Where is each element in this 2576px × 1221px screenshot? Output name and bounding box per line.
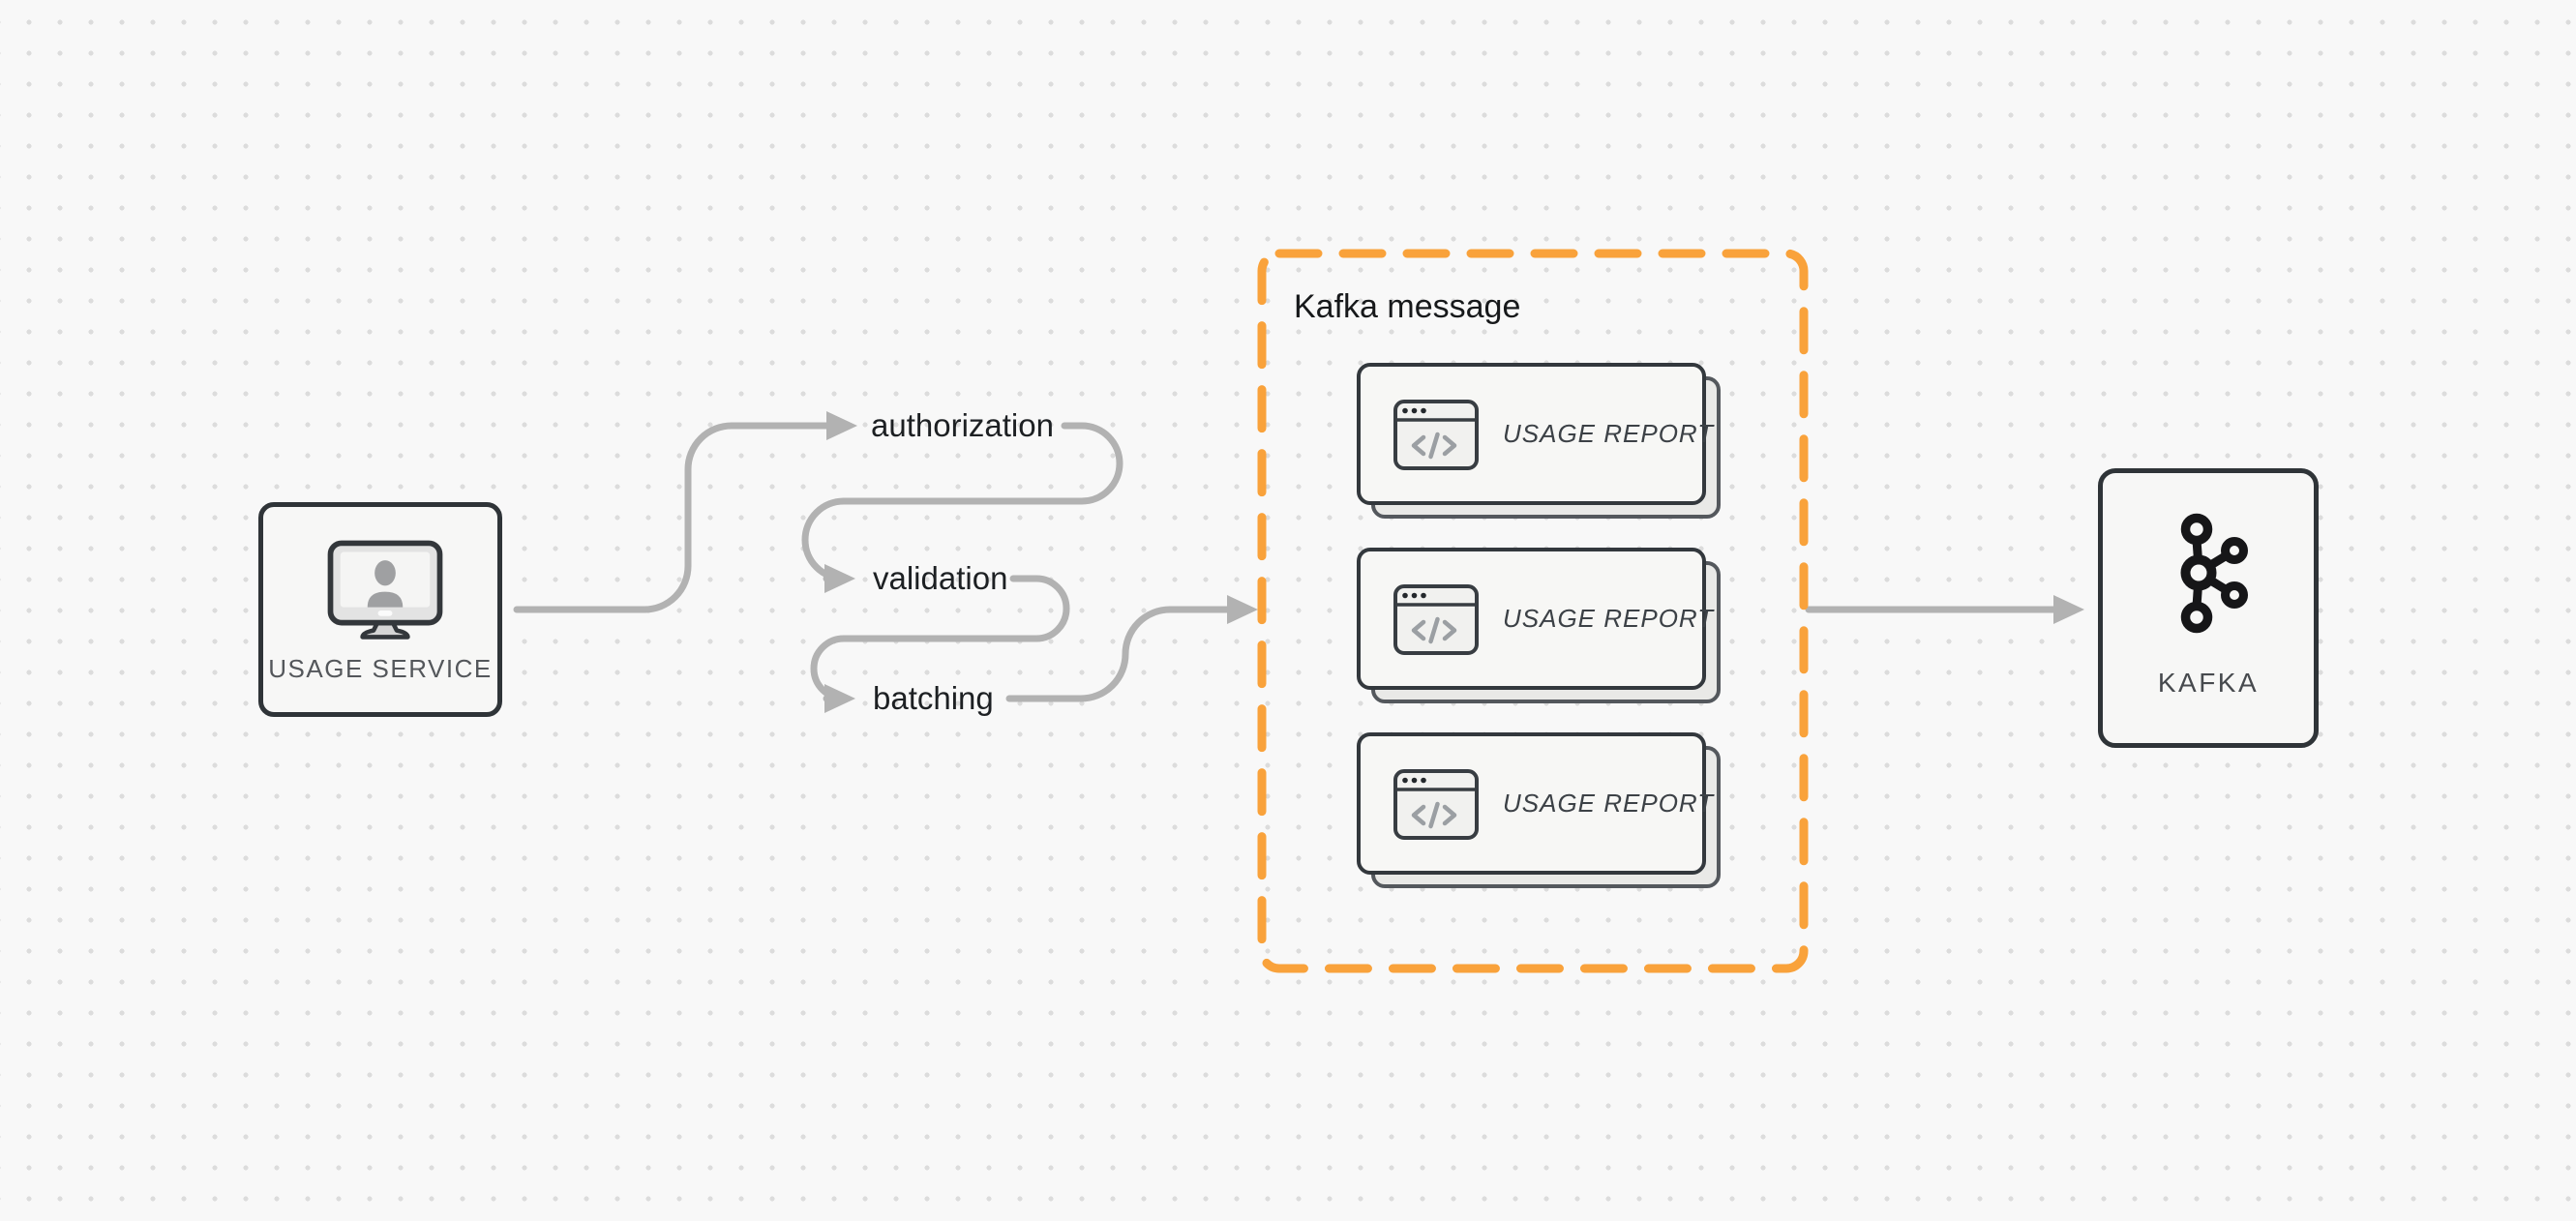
- usage-report-card: USAGE REPORT: [1357, 732, 1722, 889]
- code-window-icon: [1393, 584, 1479, 655]
- usage-report-label: USAGE REPORT: [1503, 789, 1715, 818]
- usage-service-label: USAGE SERVICE: [268, 654, 493, 683]
- usage-report-card: USAGE REPORT: [1357, 363, 1722, 520]
- arrowhead: [1227, 595, 1258, 624]
- step-label-validation: validation: [873, 560, 1008, 596]
- connector-authorization-to-validation: [801, 422, 1123, 582]
- card-front: USAGE REPORT: [1357, 732, 1713, 875]
- code-window-icon: [1393, 769, 1479, 840]
- step-label-authorization: authorization: [871, 407, 1054, 443]
- kafka-node: KAFKA: [2098, 468, 2319, 748]
- card-front: USAGE REPORT: [1357, 548, 1713, 690]
- kafka-label: KAFKA: [2157, 668, 2260, 698]
- usage-report-card: USAGE REPORT: [1357, 548, 1722, 704]
- code-window-icon: [1393, 400, 1479, 470]
- monitor-user-icon: [327, 540, 443, 640]
- step-label-batching: batching: [873, 680, 994, 716]
- usage-report-label: USAGE REPORT: [1503, 419, 1715, 448]
- arrowhead: [826, 411, 857, 440]
- kafka-message-boundary: [1257, 249, 1809, 973]
- arrowhead: [824, 684, 855, 713]
- arrowhead: [824, 564, 855, 593]
- connector-usage-to-authorization: [513, 422, 832, 613]
- connector-validation-to-batching: [810, 575, 1070, 702]
- usage-service-node: USAGE SERVICE: [258, 502, 502, 717]
- arrowhead: [2053, 595, 2084, 624]
- card-front: USAGE REPORT: [1357, 363, 1713, 505]
- connector-batching-to-group: [1005, 606, 1233, 702]
- usage-report-label: USAGE REPORT: [1503, 604, 1715, 633]
- kafka-message-group-title: Kafka message: [1294, 288, 1521, 325]
- kafka-logo-icon: [2180, 513, 2248, 634]
